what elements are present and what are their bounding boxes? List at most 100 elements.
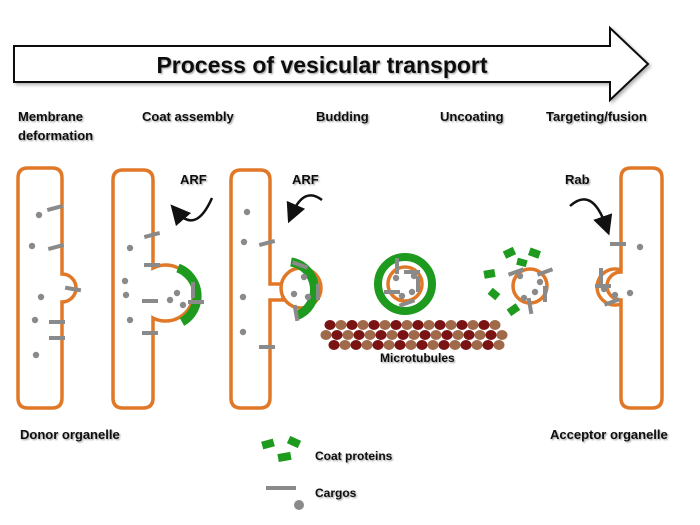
microtubule-bead	[390, 320, 402, 330]
microtubule-bead	[405, 340, 417, 350]
microtubule-bead	[438, 340, 450, 350]
cargo-bar	[143, 230, 161, 240]
cargo-dot	[611, 291, 619, 299]
cargo-dot	[166, 296, 174, 304]
cargo-bar	[610, 242, 626, 246]
arf-arrow-1	[170, 197, 214, 227]
cargo-dot	[121, 277, 129, 285]
cargo-bar	[49, 320, 65, 324]
cargo-bar	[258, 238, 276, 248]
stage-label-membrane-deformation-2: deformation	[18, 128, 93, 143]
cargo-bar	[142, 331, 158, 335]
microtubule-bead	[474, 330, 486, 340]
microtubule-bead	[368, 320, 380, 330]
microtubule-bead	[412, 320, 424, 330]
cargo-bar	[404, 270, 420, 274]
donor-organelle-stage3	[229, 168, 285, 410]
microtubule-bead	[449, 340, 461, 350]
cargos-legend-icon	[266, 486, 304, 510]
cargo-bar	[398, 298, 416, 308]
coat-proteins-legend-icon	[261, 435, 302, 462]
cargo-dot	[37, 293, 45, 301]
microtubule-bead	[383, 340, 395, 350]
cargo-dot	[126, 316, 134, 324]
microtubule-bead	[375, 330, 387, 340]
microtubule-bead	[430, 330, 442, 340]
cargo-molecules	[28, 203, 644, 359]
microtubule-bead	[463, 330, 475, 340]
cargo-dot	[32, 351, 40, 359]
cargo-dot	[626, 289, 634, 297]
cargo-dot	[240, 238, 248, 246]
cargo-dot	[31, 316, 39, 324]
cargo-dot	[239, 293, 247, 301]
cargo-dot	[636, 243, 644, 251]
cargo-dot	[126, 244, 134, 252]
cargo-dot	[35, 211, 43, 219]
microtubule-bead	[339, 340, 351, 350]
cargo-bar	[395, 258, 399, 274]
cargo-dot	[300, 273, 308, 281]
microtubule-bead	[423, 320, 435, 330]
cargo-bar	[259, 345, 275, 349]
microtubule-bead	[397, 330, 409, 340]
stage-label-coat-assembly: Coat assembly	[142, 109, 235, 124]
cargo-dot	[536, 278, 544, 286]
cargo-bar	[49, 336, 65, 340]
microtubule-bead	[471, 340, 483, 350]
microtubule-bead	[445, 320, 457, 330]
microtubule-bead	[408, 330, 420, 340]
microtubule-bead	[452, 330, 464, 340]
microtubule-bead	[361, 340, 373, 350]
cargo-dot	[410, 272, 418, 280]
donor-organelle-label: Donor organelle	[20, 427, 120, 442]
cargo-dot	[516, 272, 524, 280]
microtubule-bead	[386, 330, 398, 340]
microtubule-bead	[324, 320, 336, 330]
cargo-dot	[239, 328, 247, 336]
cargo-dot	[408, 288, 416, 296]
microtubule-bead	[379, 320, 391, 330]
microtubule-bead	[441, 330, 453, 340]
cargo-dot	[243, 208, 251, 216]
microtubule-bead	[427, 340, 439, 350]
process-arrow	[13, 25, 650, 103]
released-coat-proteins	[483, 246, 542, 317]
microtubule-bead	[493, 340, 505, 350]
stage-label-budding: Budding	[316, 109, 369, 124]
microtubule-bead	[482, 340, 494, 350]
cargo-dot	[398, 292, 406, 300]
arf-label-2: ARF	[292, 172, 319, 187]
acceptor-organelle	[605, 166, 664, 410]
cargo-dot	[122, 291, 130, 299]
microtubule-bead	[489, 320, 501, 330]
microtubules-label: Microtubules	[380, 351, 455, 365]
microtubule-bead	[394, 340, 406, 350]
coat-proteins-legend-label: Coat proteins	[315, 449, 393, 463]
microtubule-bead	[460, 340, 472, 350]
cargo-dot	[179, 301, 187, 309]
microtubule-bead	[478, 320, 490, 330]
microtubule-bead	[335, 320, 347, 330]
cargo-dot	[290, 290, 298, 298]
cargo-dot	[392, 274, 400, 282]
microtubule-bead	[456, 320, 468, 330]
cargo-bar	[507, 267, 525, 277]
cargo-bar	[384, 290, 400, 294]
cargo-bar	[603, 297, 621, 307]
microtubule-bead	[350, 340, 362, 350]
cargo-bar	[191, 282, 195, 298]
coat-stage2	[176, 263, 202, 326]
cargo-bar	[526, 297, 534, 315]
microtubule-bead	[353, 330, 365, 340]
microtubule-bead	[331, 330, 343, 340]
page-title: Process of vesicular transport	[156, 52, 487, 78]
cargo-bar	[416, 276, 420, 292]
cargo-bar	[599, 268, 603, 284]
cargo-bar	[316, 284, 320, 300]
microtubule-bead	[416, 340, 428, 350]
microtubule-bead	[496, 330, 508, 340]
cargos-legend-label: Cargos	[315, 486, 357, 500]
cargo-bar	[144, 263, 160, 267]
